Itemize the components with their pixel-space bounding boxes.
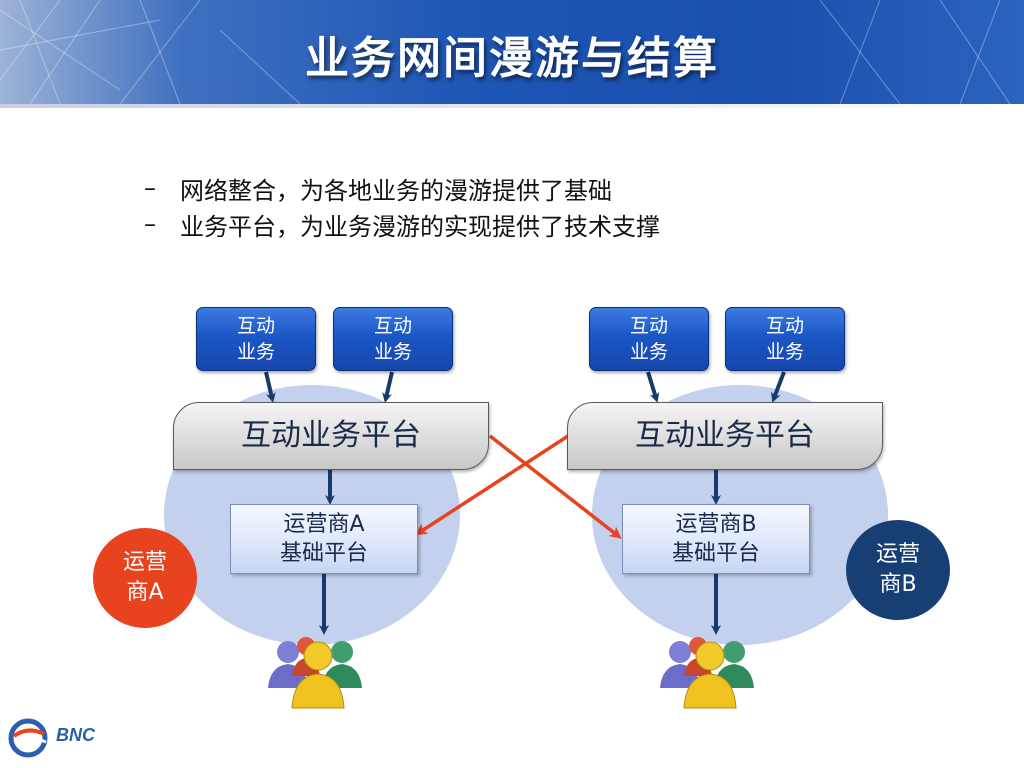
bullet-item: – 业务平台，为业务漫游的实现提供了技术支撑 xyxy=(144,206,660,242)
interactive-service-box: 互动 业务 xyxy=(589,307,709,371)
bnc-logo-icon xyxy=(8,718,48,758)
arrow-svc1-platform-left xyxy=(264,371,276,403)
logo-text: BNC xyxy=(56,725,95,745)
operator-label: 商A xyxy=(126,580,164,605)
bullet-list: – 网络整合，为各地业务的漫游提供了基础 – 业务平台，为业务漫游的实现提供了技… xyxy=(144,170,660,242)
arrow-svc2-platform-left xyxy=(382,371,394,403)
interactive-platform-left: 互动业务平台 xyxy=(173,402,489,470)
service-label: 互动 xyxy=(765,315,804,337)
bullet-dash: – xyxy=(144,174,156,202)
interactive-service-box: 互动 业务 xyxy=(196,307,316,371)
base-platform-a: 运营商A 基础平台 xyxy=(230,504,418,574)
header-divider xyxy=(0,104,1024,108)
user-group-icon xyxy=(268,637,362,709)
service-label: 互动 xyxy=(236,315,275,337)
bullet-text: 业务平台，为业务漫游的实现提供了技术支撑 xyxy=(180,212,660,241)
service-label: 业务 xyxy=(373,341,412,363)
arrow-svc2-platform-right xyxy=(771,371,786,403)
base-label: 运营商B xyxy=(675,512,757,537)
operator-a-badge: 运营 商A xyxy=(93,528,197,628)
operator-label: 运营 xyxy=(875,542,920,567)
base-label: 基础平台 xyxy=(279,541,368,566)
arrow-svc1-platform-right xyxy=(646,371,660,403)
bullet-dash: – xyxy=(144,210,156,238)
service-label: 业务 xyxy=(765,341,804,363)
interactive-service-box: 互动 业务 xyxy=(333,307,453,371)
interactive-platform-right: 互动业务平台 xyxy=(567,402,883,470)
service-label: 业务 xyxy=(236,341,275,363)
operator-b-badge: 运营 商B xyxy=(846,520,950,620)
bullet-item: – 网络整合，为各地业务的漫游提供了基础 xyxy=(144,170,660,206)
operator-label: 商B xyxy=(879,572,917,597)
service-label: 业务 xyxy=(629,341,668,363)
service-label: 互动 xyxy=(373,315,412,337)
base-label: 基础平台 xyxy=(671,541,760,566)
arrow-cross-right-to-left xyxy=(414,434,569,536)
title-banner: 业务网间漫游与结算 xyxy=(0,0,1024,104)
arrow-cross-left-to-right xyxy=(488,434,622,539)
service-label: 互动 xyxy=(629,315,668,337)
user-group-icon xyxy=(660,637,754,709)
interactive-service-box: 互动 业务 xyxy=(725,307,845,371)
base-label: 运营商A xyxy=(283,512,365,537)
operator-label: 运营 xyxy=(122,550,167,575)
bullet-text: 网络整合，为各地业务的漫游提供了基础 xyxy=(180,176,612,205)
network-pattern-icon xyxy=(0,0,1011,104)
page-title: 业务网间漫游与结算 xyxy=(305,33,719,84)
base-platform-b: 运营商B 基础平台 xyxy=(622,504,810,574)
